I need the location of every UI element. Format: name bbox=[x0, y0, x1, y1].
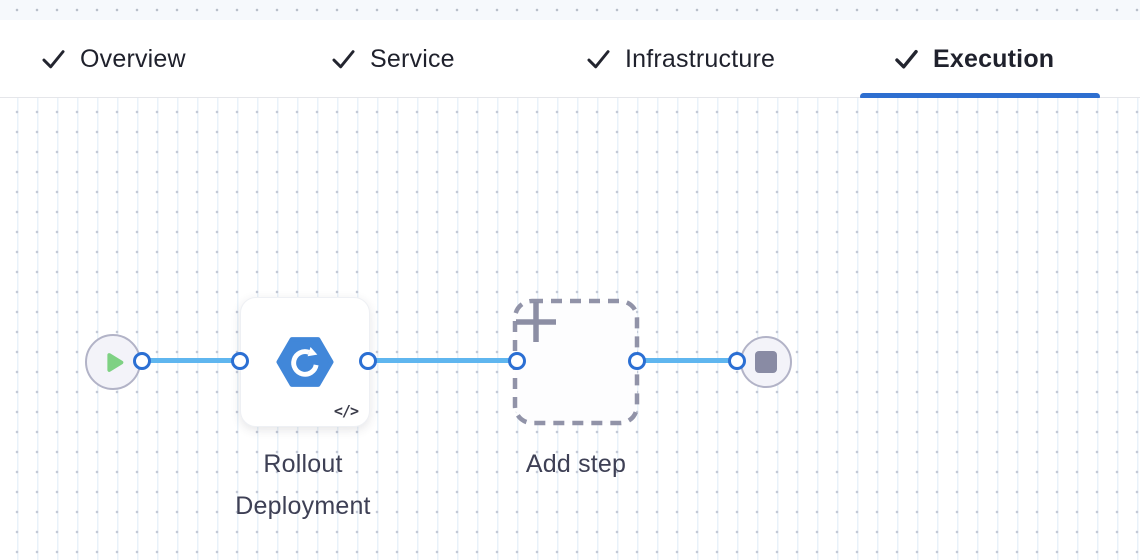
active-tab-underline bbox=[860, 93, 1100, 100]
tab-execution[interactable]: Execution bbox=[893, 20, 1054, 98]
step-label-rollout-deployment: Rollout Deployment bbox=[235, 450, 371, 520]
port-step-out[interactable] bbox=[359, 352, 377, 370]
top-dotted-strip bbox=[0, 0, 1140, 20]
end-node bbox=[740, 336, 792, 388]
check-icon bbox=[895, 49, 918, 68]
tab-infrastructure[interactable]: Infrastructure bbox=[585, 20, 775, 98]
tab-infrastructure-label: Infrastructure bbox=[625, 44, 776, 73]
tab-execution-label: Execution bbox=[933, 44, 1055, 73]
pipeline-canvas[interactable]: </> Rollout Deployment Add step bbox=[0, 98, 1140, 560]
edge-step-to-addstep bbox=[368, 358, 517, 363]
port-addstep-out[interactable] bbox=[628, 352, 646, 370]
port-addstep-in[interactable] bbox=[508, 352, 526, 370]
check-icon bbox=[42, 49, 65, 68]
edge-addstep-to-end bbox=[637, 358, 737, 363]
stop-icon bbox=[755, 351, 777, 373]
edge-start-to-step bbox=[142, 358, 240, 363]
step-node-rollout-deployment[interactable]: </> bbox=[240, 297, 370, 427]
tab-overview[interactable]: Overview bbox=[40, 20, 186, 98]
check-icon bbox=[587, 49, 610, 68]
add-step-button[interactable] bbox=[512, 298, 640, 426]
rollout-deployment-icon bbox=[276, 337, 334, 387]
check-icon bbox=[332, 49, 355, 68]
port-step-in[interactable] bbox=[231, 352, 249, 370]
code-icon: </> bbox=[333, 402, 359, 420]
tab-overview-label: Overview bbox=[80, 44, 186, 73]
add-step-label: Add step bbox=[525, 450, 627, 478]
port-start-out[interactable] bbox=[133, 352, 151, 370]
plus-icon bbox=[516, 302, 556, 342]
port-end-in[interactable] bbox=[728, 352, 746, 370]
tab-service[interactable]: Service bbox=[330, 20, 455, 98]
start-node bbox=[85, 334, 141, 390]
pipeline-stage-tabbar: Overview Service Infrastructure Executio… bbox=[0, 20, 1140, 100]
tab-service-label: Service bbox=[370, 44, 455, 73]
play-icon bbox=[107, 353, 124, 372]
